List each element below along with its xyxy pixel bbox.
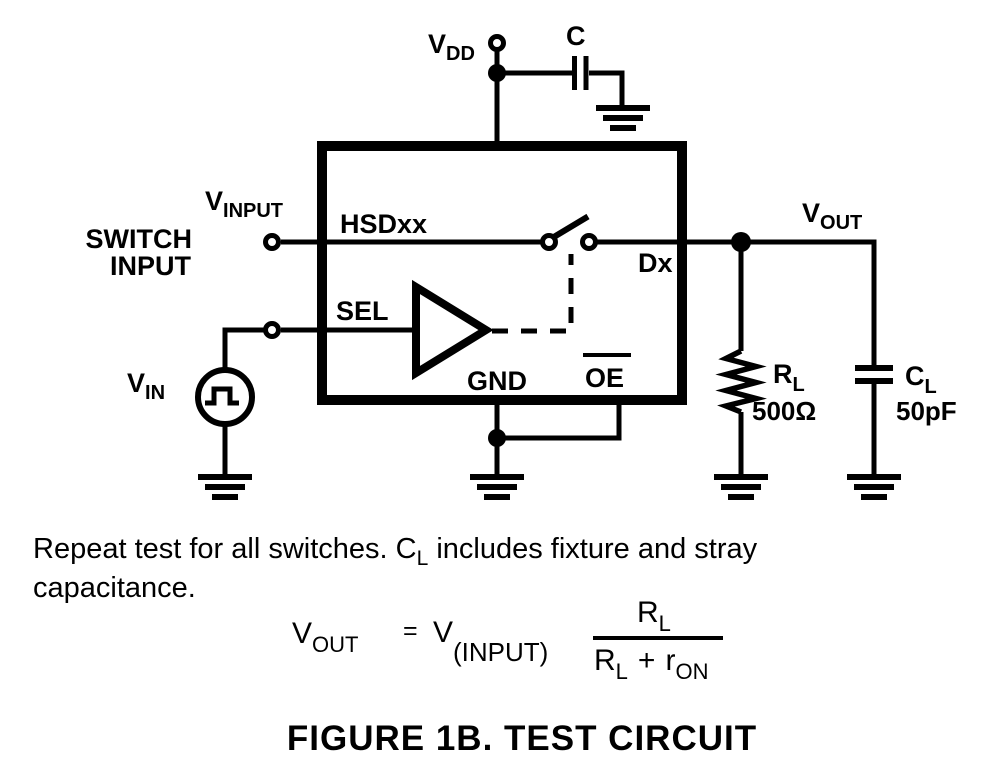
oe-pin-label: OE <box>585 363 624 393</box>
formula-denominator: RL+rON <box>594 644 708 684</box>
vdd-label: VDD <box>428 29 475 65</box>
junction-dot <box>488 64 506 82</box>
ground-icon <box>596 108 650 128</box>
rl-value-label: 500Ω <box>752 396 816 426</box>
junction-dot <box>731 232 751 252</box>
wire-cap-to-ground <box>589 70 625 110</box>
gnd-pin-label: GND <box>467 366 527 396</box>
note-line2: capacitance. <box>33 572 196 604</box>
bypass-capacitor-icon <box>572 56 589 90</box>
switch-input-label-line1: SWITCH <box>86 224 192 254</box>
bypass-cap-label: C <box>566 21 586 51</box>
analog-switch-icon <box>540 213 598 251</box>
switch-contact-left <box>540 233 558 251</box>
load-capacitor-icon <box>855 365 893 384</box>
formula-equals: = <box>403 617 418 645</box>
vdd-terminal <box>488 34 506 52</box>
sel-terminal <box>263 321 281 339</box>
junction-dot <box>488 429 506 447</box>
switch-contact-right <box>580 233 598 251</box>
pulse-source-icon <box>195 367 255 427</box>
sel-buffer-icon <box>412 279 494 381</box>
formula-lhs: VOUT <box>292 617 358 657</box>
rl-label: RL <box>773 359 805 396</box>
note-line1: Repeat test for all switches. CL include… <box>33 533 758 570</box>
switch-lever <box>551 213 590 241</box>
part-number-label: HSDxx <box>340 209 427 239</box>
ground-icon <box>470 477 524 497</box>
switch-input-label-line2: INPUT <box>110 251 192 281</box>
ground-icon <box>198 477 252 497</box>
load-resistor-icon <box>715 348 767 415</box>
vin-label: VIN <box>127 368 165 404</box>
cl-value-label: 50pF <box>896 396 957 426</box>
switch-control-dashed-link <box>492 254 574 334</box>
cl-label: CL <box>905 361 937 398</box>
formula-numerator: RL <box>637 596 671 636</box>
pulse-waveform-glyph <box>205 386 239 406</box>
formula-rhs: V(INPUT) <box>433 616 548 667</box>
vinput-terminal <box>263 233 281 251</box>
wire-vin-to-sel <box>222 327 264 369</box>
figure-caption: FIGURE 1B. TEST CIRCUIT <box>287 719 757 758</box>
wire-output <box>596 239 877 366</box>
ground-icon <box>847 477 901 497</box>
vout-label: VOUT <box>802 198 862 234</box>
wire-oe-tie <box>497 405 622 441</box>
ground-icon <box>714 477 768 497</box>
ic-body-outline <box>317 141 687 405</box>
sel-pin-label: SEL <box>336 296 389 326</box>
dx-pin-label: Dx <box>638 248 673 278</box>
vinput-label: VINPUT <box>205 186 283 222</box>
